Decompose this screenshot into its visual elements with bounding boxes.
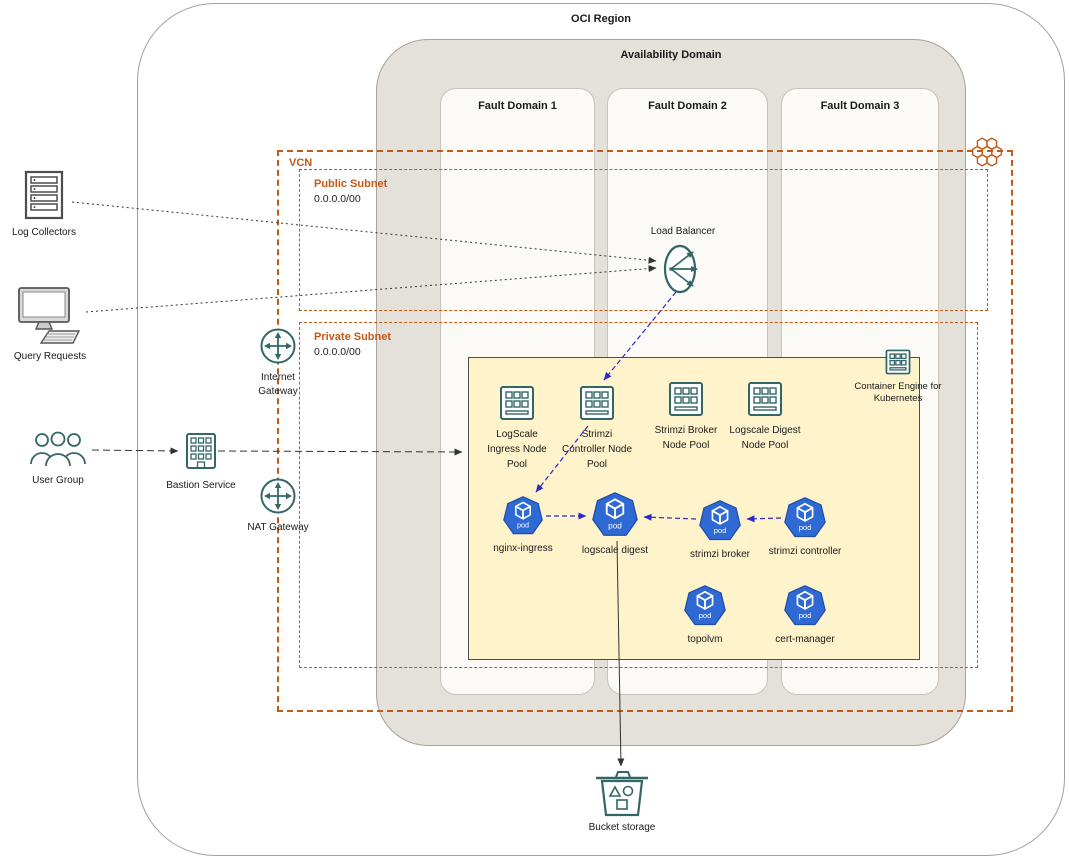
availability-domain-title: Availability Domain (620, 49, 722, 61)
node-pool-icon (580, 386, 614, 420)
container-engine-label: Container Engine for Kubernetes (854, 381, 942, 404)
bastion-service-label: Bastion Service (166, 480, 236, 491)
pod-badge: pod (799, 611, 812, 620)
pod-label: topolvm (687, 634, 723, 645)
pod-strimzi-controller: pod strimzi controller (757, 497, 853, 559)
pod-badge: pod (714, 526, 727, 535)
pod-badge: pod (699, 611, 712, 620)
query-requests-node: Query Requests (6, 286, 94, 364)
vcn-container: VCN (277, 150, 1013, 712)
node-pool-icon (500, 386, 534, 420)
pod-cert-manager: pod cert-manager (761, 585, 849, 647)
node-pool-logscale-ingress: LogScale Ingress Node Pool (481, 385, 553, 472)
pod-nginx-ingress: pod nginx-ingress (483, 496, 563, 556)
nat-gateway-node: NAT Gateway (246, 477, 310, 535)
pod-badge: pod (517, 521, 529, 530)
pod-label: cert-manager (775, 634, 835, 645)
internet-gateway-icon (260, 328, 296, 364)
desktop-computer-icon (18, 287, 81, 344)
pod-icon: pod (699, 500, 741, 542)
fault-domain-3-title: Fault Domain 3 (820, 100, 900, 112)
container-engine-node: Container Engine for Kubernetes (850, 349, 946, 405)
pod-icon: pod (503, 496, 543, 536)
node-pool-strimzi-broker: Strimzi Broker Node Pool (644, 381, 728, 453)
user-group-label: User Group (32, 475, 84, 486)
public-subnet-cidr: 0.0.0.0/00 (314, 193, 361, 205)
vcn-network-icon (971, 137, 1003, 167)
pod-logscale-digest: pod logscale digest (569, 492, 661, 558)
pod-label: nginx-ingress (493, 543, 553, 554)
server-stack-icon (24, 170, 64, 220)
node-pool-label: Strimzi Broker Node Pool (654, 425, 718, 451)
internet-gateway-label: Internet Gateway (258, 372, 298, 397)
user-group-icon (30, 431, 86, 467)
private-subnet-cidr: 0.0.0.0/00 (314, 346, 361, 358)
bastion-service-node: Bastion Service (160, 432, 242, 493)
fault-domain-2-title: Fault Domain 2 (648, 100, 727, 112)
pod-badge: pod (608, 521, 622, 530)
internet-gateway-node: Internet Gateway (246, 327, 310, 399)
user-group-node: User Group (20, 430, 96, 488)
pod-label: strimzi broker (689, 549, 750, 560)
bucket-storage-node: Bucket storage (586, 770, 658, 835)
public-subnet-label: Public Subnet (314, 178, 388, 190)
node-pool-icon (669, 382, 703, 416)
node-pool-label: Logscale Digest Node Pool (729, 425, 801, 451)
nat-gateway-label: NAT Gateway (247, 522, 309, 533)
load-balancer-icon (663, 244, 698, 294)
pod-label: strimzi controller (768, 546, 842, 557)
pod-label: logscale digest (581, 545, 649, 556)
oci-region-title: OCI Region (571, 13, 631, 25)
pod-topolvm: pod topolvm (661, 585, 749, 647)
nat-gateway-icon (260, 478, 296, 514)
node-pool-icon (748, 382, 782, 416)
node-pool-strimzi-controller: Strimzi Controller Node Pool (561, 385, 633, 472)
load-balancer-label: Load Balancer (650, 226, 716, 237)
bucket-storage-icon (596, 771, 648, 817)
bucket-storage-label: Bucket storage (588, 822, 656, 833)
node-pool-label: Strimzi Controller Node Pool (561, 429, 633, 470)
vcn-label: VCN (289, 157, 313, 169)
node-pool-label: LogScale Ingress Node Pool (487, 429, 547, 470)
pod-icon: pod (592, 492, 638, 538)
bastion-building-icon (186, 433, 216, 469)
pod-icon: pod (784, 585, 826, 627)
pod-icon: pod (684, 585, 726, 627)
log-collectors-node: Log Collectors (0, 170, 88, 240)
query-requests-label: Query Requests (13, 351, 87, 362)
pod-strimzi-broker: pod strimzi broker (672, 500, 768, 562)
log-collectors-label: Log Collectors (12, 227, 76, 238)
pod-icon: pod (784, 497, 826, 539)
private-subnet-label: Private Subnet (314, 331, 392, 343)
fault-domain-1-title: Fault Domain 1 (478, 100, 557, 112)
pod-badge: pod (799, 523, 812, 532)
node-pool-logscale-digest: Logscale Digest Node Pool (723, 381, 807, 453)
container-engine-icon (885, 349, 911, 375)
public-subnet-container: Public Subnet 0.0.0.0/00 (299, 169, 988, 311)
load-balancer-node: Load Balancer (645, 225, 721, 295)
